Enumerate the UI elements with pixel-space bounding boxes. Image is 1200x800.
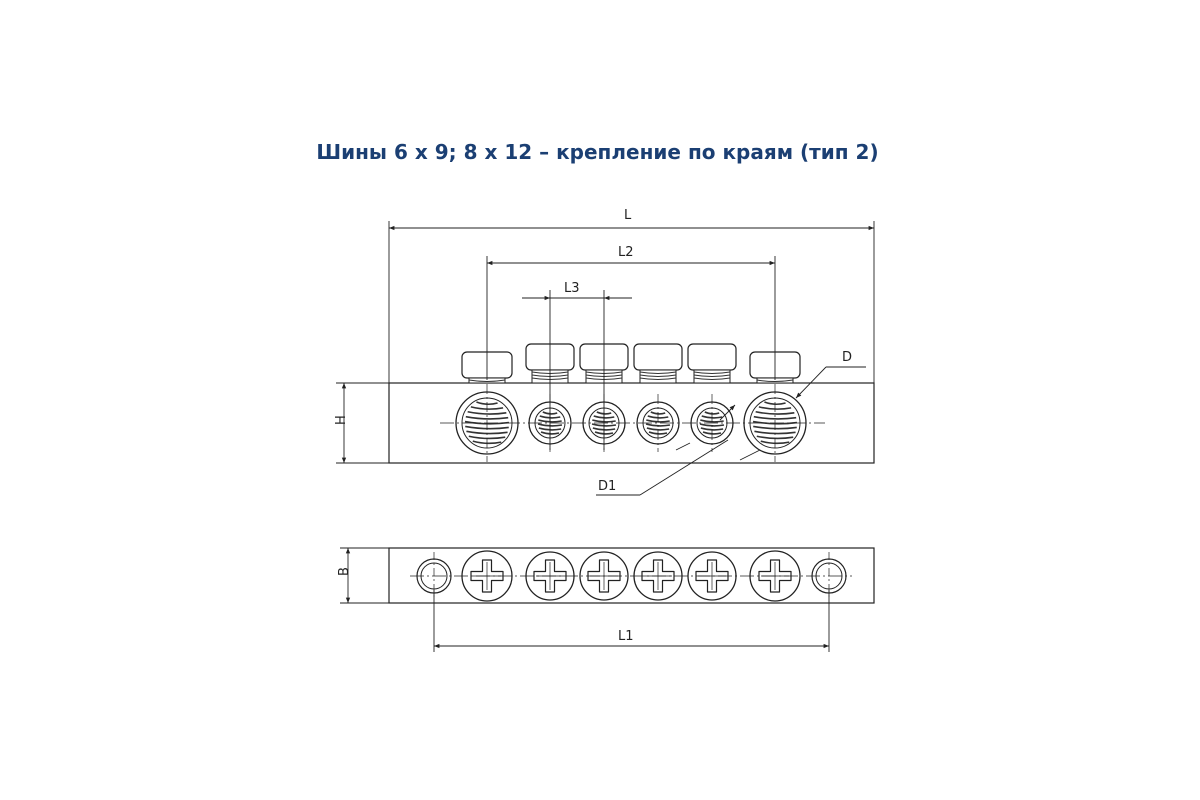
label-D1: D1 — [598, 479, 616, 494]
label-B: B — [337, 567, 352, 576]
dimension-B — [340, 547, 389, 604]
screw-heads — [461, 343, 801, 384]
screw-head — [687, 343, 737, 384]
diagram-title: Шины 6 х 9; 8 х 12 – крепление по краям … — [316, 140, 879, 164]
label-H: H — [334, 415, 349, 425]
dimension-L — [388, 221, 875, 383]
screw-head — [633, 343, 683, 384]
leader-D1 — [596, 404, 736, 496]
phillips-screw-top — [687, 551, 737, 601]
label-L: L — [624, 208, 632, 223]
dimension-L3 — [522, 290, 632, 450]
label-L2: L2 — [618, 245, 634, 260]
dimension-L2 — [486, 256, 776, 380]
top-view — [388, 547, 875, 604]
label-D: D — [842, 350, 852, 365]
leader-D — [739, 366, 866, 461]
dimension-H — [336, 382, 389, 464]
thread-hole — [636, 394, 680, 452]
label-L1: L1 — [618, 629, 634, 644]
dimension-L1 — [433, 590, 830, 652]
front-view — [388, 343, 875, 464]
label-L3: L3 — [564, 281, 580, 296]
